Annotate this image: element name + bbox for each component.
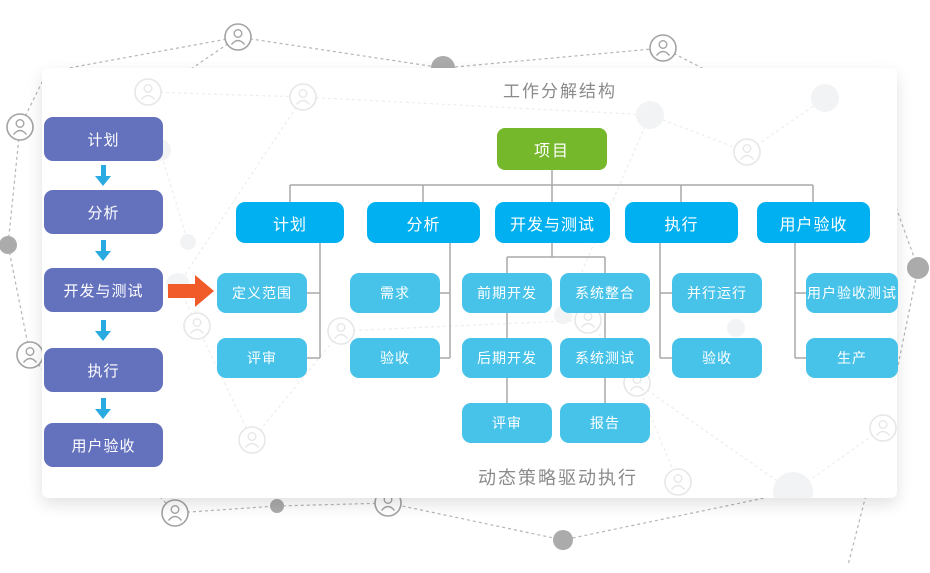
flow-step-execution: 执行 — [44, 348, 163, 392]
diagram-card: 工作分解结构 动态策略驱动执行 计划 分析 开发与测试 执行 用户验收 项目 计… — [42, 68, 898, 498]
wbs-branch-uat: 用户验收 — [757, 202, 870, 243]
connector-lines — [289, 170, 814, 403]
arrow-down-icon — [95, 165, 111, 186]
wbs-leaf-parallel-run: 并行运行 — [672, 273, 762, 313]
wbs-leaf-uat-test: 用户验收测试 — [806, 273, 898, 313]
wbs-leaf-review: 评审 — [217, 338, 307, 378]
wbs-leaf-review: 评审 — [462, 403, 552, 443]
network-dashed-lines — [7, 36, 919, 566]
arrow-down-icon — [95, 320, 111, 341]
person-icon — [16, 341, 44, 369]
wbs-leaf-production: 生产 — [806, 338, 898, 378]
wbs-leaf-late-dev: 后期开发 — [462, 338, 552, 378]
wbs-branch-analysis: 分析 — [367, 202, 480, 243]
page-title: 工作分解结构 — [503, 82, 617, 101]
flow-step-uat: 用户验收 — [44, 423, 163, 467]
light-dot — [149, 84, 839, 498]
wbs-branch-dev-test: 开发与测试 — [495, 202, 610, 243]
card-background-network — [134, 78, 897, 498]
person-icon — [649, 34, 677, 62]
wbs-leaf-system-test: 系统测试 — [560, 338, 650, 378]
caption-text: 动态策略驱动执行 — [478, 468, 638, 488]
wbs-leaf-requirements: 需求 — [350, 273, 440, 313]
wbs-branch-plan: 计划 — [236, 202, 344, 243]
wbs-root-node: 项目 — [497, 128, 607, 170]
arrow-down-icon — [95, 398, 111, 419]
wbs-leaf-report: 报告 — [560, 403, 650, 443]
arrow-down-icon — [95, 240, 111, 261]
flow-step-dev-test: 开发与测试 — [44, 268, 163, 312]
wbs-leaf-system-integration: 系统整合 — [560, 273, 650, 313]
person-icon — [224, 23, 252, 51]
flow-step-plan: 计划 — [44, 117, 163, 161]
wbs-leaf-acceptance: 验收 — [350, 338, 440, 378]
wbs-leaf-early-dev: 前期开发 — [462, 273, 552, 313]
wbs-leaf-define-scope: 定义范围 — [217, 273, 307, 313]
tree-connectors — [289, 170, 814, 403]
wbs-branch-execution: 执行 — [625, 202, 738, 243]
flow-step-analysis: 分析 — [44, 190, 163, 234]
wbs-leaf-acceptance: 验收 — [672, 338, 762, 378]
arrow-right-icon — [168, 275, 214, 307]
person-icon — [6, 113, 34, 141]
person-icon — [161, 499, 189, 527]
